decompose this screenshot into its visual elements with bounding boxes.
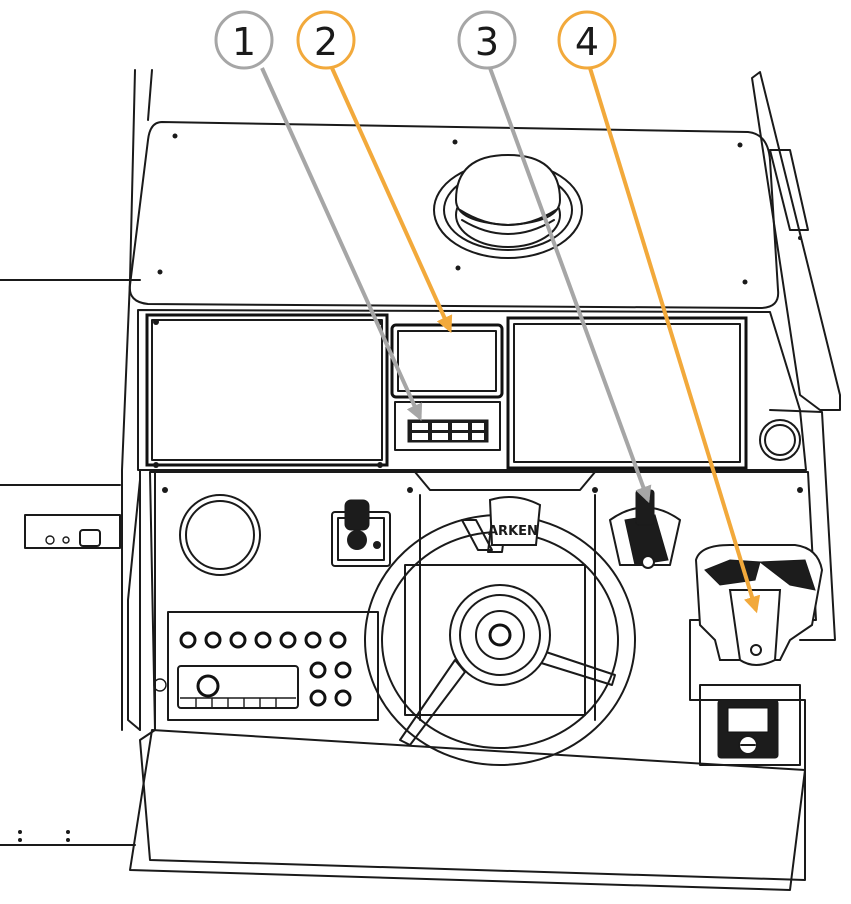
- left-hull-structure: [0, 69, 153, 846]
- callout-3-label: 3: [475, 20, 499, 64]
- callout-4: 4: [557, 10, 617, 70]
- steering-housing: [404, 471, 596, 721]
- callout-3-circle: [457, 10, 517, 70]
- callout-3: 3: [457, 10, 517, 70]
- upper-dash-panel: [128, 121, 780, 309]
- switch-panel: [407, 419, 489, 443]
- wheel-logo-text: ARKEN: [488, 524, 538, 539]
- floor-panel: [129, 729, 806, 891]
- callout-3-leader: [488, 67, 652, 504]
- callout-1-circle: [214, 10, 274, 70]
- right-pillar: [751, 71, 841, 641]
- callout-2-label: 2: [314, 20, 338, 64]
- shift-lever: [694, 544, 824, 666]
- radar-dome: [433, 153, 583, 259]
- joystick-control: [331, 499, 391, 567]
- steering-wheel: ARKEN: [364, 495, 636, 766]
- callout-2-leader: [330, 67, 453, 334]
- callout-4-circle: [557, 10, 617, 70]
- callout-1-label: 1: [232, 20, 256, 64]
- callout-1: 1: [214, 10, 274, 70]
- callout-4-label: 4: [575, 20, 599, 64]
- callout-1-leader: [260, 67, 423, 422]
- lower-switch-panel: [167, 611, 379, 721]
- callout-4-leader: [588, 67, 761, 614]
- callout-2: 2: [296, 10, 356, 70]
- round-buttons-row: [179, 631, 352, 707]
- callout-leaders: [260, 67, 761, 614]
- callout-2-circle: [296, 10, 356, 70]
- throttle-control: [609, 489, 681, 569]
- ignition-panel: [699, 684, 801, 766]
